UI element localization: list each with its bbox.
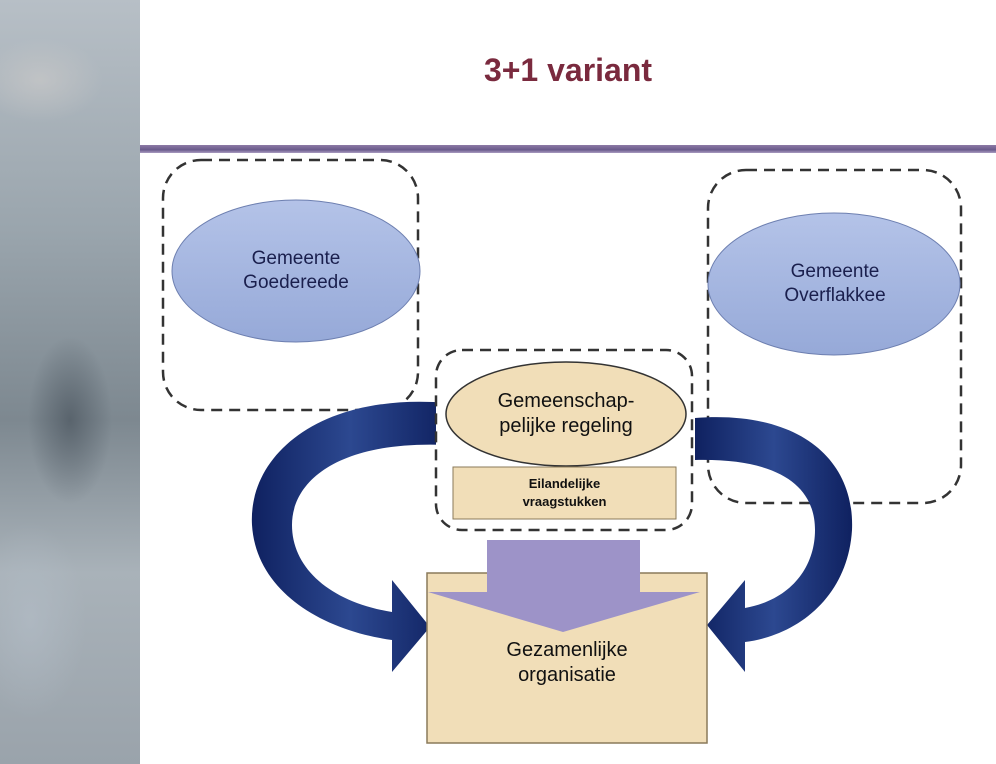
regeling-ellipse [445,361,687,467]
left-curved-arrow [251,401,448,672]
vraagstukken-label: Eilandelijke vraagstukken [453,467,676,519]
overflakkee-ellipse [707,212,961,356]
down-arrow [428,540,700,632]
overflakkee-group-box [706,168,963,505]
slide-title: 3+1 variant [483,52,653,88]
goedereede-line1: Gemeente [251,248,341,269]
overflakkee-label: Gemeente Overflakkee [730,249,940,319]
vraagstukken-line1: Eilandelijke [528,476,601,491]
decorative-side-image [0,0,140,764]
organisatie-line2: organisatie [518,664,616,686]
regeling-line2: pelijke regeling [499,415,633,437]
overflakkee-line2: Overflakkee [784,285,886,306]
regeling-label: Gemeenschap- pelijke regeling [456,380,676,448]
vraagstukken-line2: vraagstukken [522,494,607,509]
overflakkee-line1: Gemeente [790,261,880,282]
goedereede-line2: Goedereede [243,272,349,293]
regeling-line1: Gemeenschap- [497,390,635,412]
organisatie-label: Gezamenlijke organisatie [427,630,707,696]
organisatie-line1: Gezamenlijke [506,639,628,661]
title-divider [140,145,996,153]
vraagstukken-box [452,466,677,520]
goedereede-ellipse [171,199,421,343]
right-curved-arrow [695,417,853,672]
goedereede-label: Gemeente Goedereede [190,236,402,306]
